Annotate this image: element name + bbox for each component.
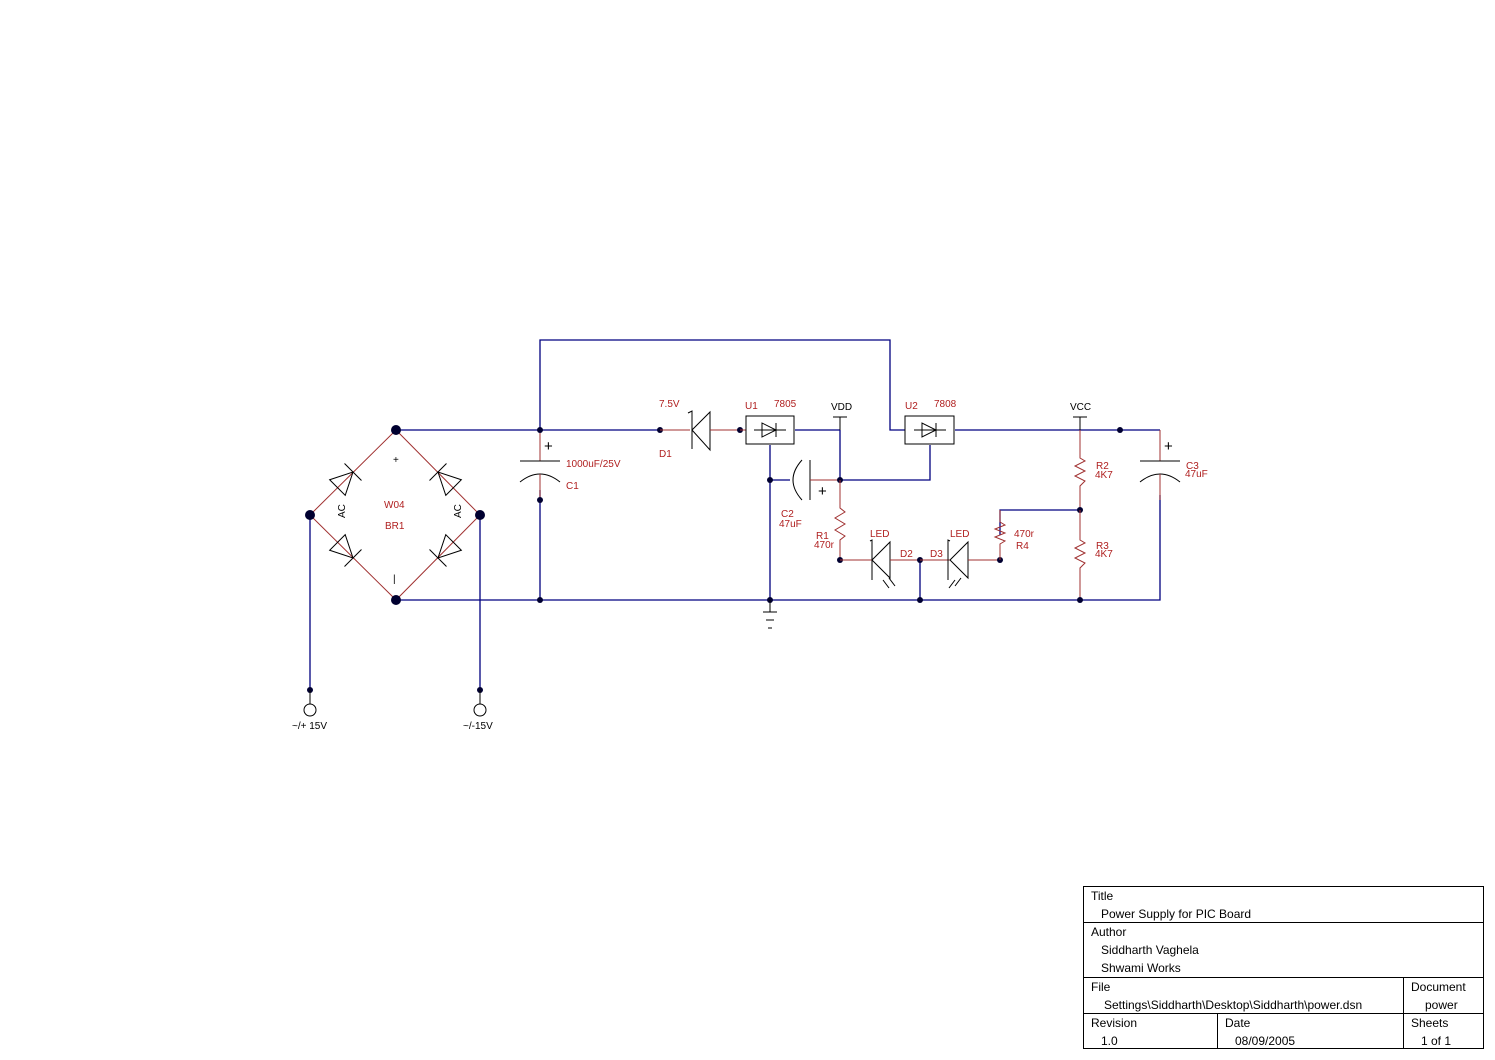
- capacitor-c3: + C3 47uF: [1139, 430, 1208, 500]
- d3-value-label: LED: [950, 529, 969, 540]
- u1-value-label: 7805: [774, 399, 797, 410]
- date-value: 08/09/2005: [1235, 1034, 1296, 1048]
- r1-ref-label: R1: [816, 531, 829, 542]
- c2-plus-label: +: [818, 483, 827, 500]
- r1-value-label: 470r: [814, 540, 835, 551]
- bridge-rectifier-br1: + | AC AC W04 BR1: [305, 425, 485, 605]
- r3-ref-label: R3: [1096, 541, 1109, 552]
- r2-value-label: 4K7: [1095, 470, 1113, 481]
- resistor-r3: R3 4K7: [1073, 510, 1113, 603]
- revision-heading: Revision: [1091, 1016, 1138, 1030]
- bridge-diode-ur: [429, 463, 463, 497]
- sheets-cell: Sheets 1 of 1: [1404, 1014, 1483, 1048]
- title-row: Title Power Supply for PIC Board: [1084, 887, 1483, 923]
- d1-ref-label: D1: [659, 449, 672, 460]
- author-heading: Author: [1091, 925, 1127, 939]
- resistor-r4: 470r R4: [993, 510, 1035, 560]
- vdd-label: VDD: [831, 402, 852, 413]
- vcc-net: VCC: [1070, 402, 1123, 433]
- c1-ref-label: C1: [566, 481, 579, 492]
- file-value: Settings\Siddharth\Desktop\Siddharth\pow…: [1104, 998, 1363, 1012]
- company-value: Shwami Works: [1101, 961, 1181, 975]
- revision-cell: Revision 1.0: [1084, 1014, 1218, 1048]
- revision-value: 1.0: [1101, 1034, 1118, 1048]
- u2-ref-label: U2: [905, 401, 918, 412]
- date-cell: Date 08/09/2005: [1218, 1014, 1404, 1048]
- d2-ref-label: D2: [900, 549, 913, 560]
- bridge-ref-label: BR1: [385, 521, 405, 532]
- led-d2: LED D2: [840, 529, 923, 603]
- vcc-label: VCC: [1070, 402, 1091, 413]
- document-cell: Document power: [1404, 978, 1483, 1013]
- r4-value-label: 470r: [1014, 529, 1035, 540]
- title-value: Power Supply for PIC Board: [1101, 907, 1252, 921]
- file-row: File Settings\Siddharth\Desktop\Siddhart…: [1084, 978, 1483, 1014]
- title-block: Title Power Supply for PIC Board Author …: [1083, 886, 1484, 1049]
- document-value: power: [1425, 998, 1458, 1012]
- r2-ref-label: R2: [1096, 461, 1109, 472]
- resistor-r2: R2 4K7: [1073, 430, 1113, 513]
- c2-ref-label: C2: [781, 509, 794, 520]
- date-heading: Date: [1225, 1016, 1251, 1030]
- c1-value-label: 1000uF/25V: [566, 459, 621, 470]
- bridge-diode-ll: [328, 533, 362, 567]
- c1-plus-label: +: [544, 438, 553, 455]
- document-heading: Document: [1411, 980, 1466, 994]
- wires: [309, 339, 1161, 690]
- sheets-value: 1 of 1: [1421, 1034, 1452, 1048]
- terminal-left-label: ~/+ 15V: [292, 721, 327, 732]
- revision-row: Revision 1.0 Date 08/09/2005 Sheets 1 of…: [1084, 1014, 1483, 1048]
- bridge-part-label: W04: [384, 500, 405, 511]
- regulator-u2: U2 7808: [904, 399, 957, 445]
- c3-value-label: 47uF: [1185, 469, 1208, 480]
- bridge-ac-left-label: AC: [337, 504, 348, 518]
- bridge-diode-ul: [328, 463, 362, 497]
- r3-value-label: 4K7: [1095, 549, 1113, 560]
- d3-ref-label: D3: [930, 549, 943, 560]
- file-heading: File: [1091, 980, 1111, 994]
- c3-plus-label: +: [1164, 438, 1173, 455]
- led-d3: LED D3: [920, 529, 1003, 589]
- sheets-heading: Sheets: [1411, 1016, 1449, 1030]
- terminal-right-label: ~/-15V: [463, 721, 493, 732]
- bridge-plus-label: +: [393, 455, 399, 466]
- diode-d1: 7.5V D1: [657, 399, 743, 460]
- d1-value-label: 7.5V: [659, 399, 680, 410]
- title-heading: Title: [1091, 889, 1114, 903]
- bridge-ac-right-label: AC: [453, 504, 464, 518]
- regulator-u1: U1 7805: [740, 399, 797, 445]
- c3-ref-label: C3: [1186, 461, 1199, 472]
- r4-ref-label: R4: [1016, 541, 1029, 552]
- bridge-minus-label: |: [393, 574, 396, 585]
- file-cell: File Settings\Siddharth\Desktop\Siddhart…: [1084, 978, 1404, 1013]
- author-row: Author Siddharth Vaghela Shwami Works: [1084, 923, 1483, 978]
- bridge-diode-lr: [429, 533, 463, 567]
- capacitor-c1: + 1000uF/25V C1: [519, 427, 621, 603]
- d2-value-label: LED: [870, 529, 889, 540]
- u2-value-label: 7808: [934, 399, 957, 410]
- ground-symbol: [763, 597, 777, 629]
- author-value: Siddharth Vaghela: [1101, 943, 1199, 957]
- terminals: ~/+ 15V ~/-15V: [292, 687, 493, 732]
- u1-ref-label: U1: [745, 401, 758, 412]
- c2-value-label: 47uF: [779, 519, 802, 530]
- vdd-net: VDD: [831, 402, 852, 430]
- capacitor-c2: + C2 47uF: [767, 459, 843, 530]
